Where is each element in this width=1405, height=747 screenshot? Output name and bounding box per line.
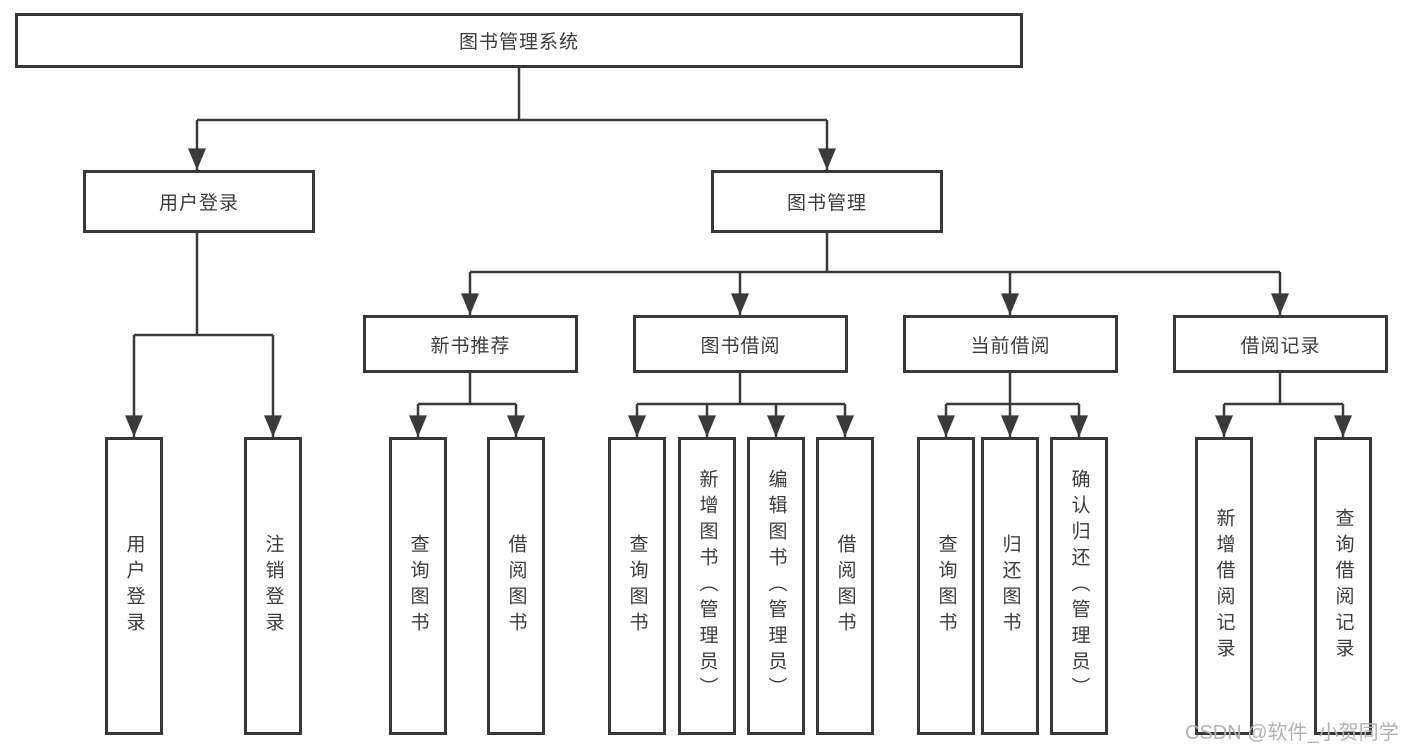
leaf-label: 确认归还（管理员） <box>1068 469 1090 703</box>
leaf-label: 查询借阅记录 <box>1332 508 1354 664</box>
node-book-borrowing: 图书借阅 <box>633 315 848 373</box>
leaf-label: 注销登录 <box>262 534 284 638</box>
leaf-borrow-books: 借阅图书 <box>816 437 874 735</box>
leaf-label: 借阅图书 <box>505 534 527 638</box>
node-root-library-system: 图书管理系统 <box>15 13 1023 68</box>
leaf-borrow-books-recommend: 借阅图书 <box>487 437 545 735</box>
leaf-query-books-borrowing: 查询图书 <box>608 437 666 735</box>
leaf-label: 查询图书 <box>935 534 957 638</box>
leaf-label: 新增图书（管理员） <box>696 469 718 703</box>
leaf-add-books-admin: 新增图书（管理员） <box>678 437 736 735</box>
node-new-book-recommend: 新书推荐 <box>363 315 578 373</box>
node-user-login: 用户登录 <box>83 170 315 233</box>
node-current-borrowing: 当前借阅 <box>903 315 1118 373</box>
leaf-user-login: 用户登录 <box>105 437 163 735</box>
leaf-confirm-return-admin: 确认归还（管理员） <box>1050 437 1108 735</box>
leaf-label: 编辑图书（管理员） <box>765 469 787 703</box>
leaf-label: 新增借阅记录 <box>1213 508 1235 664</box>
leaf-query-books-recommend: 查询图书 <box>389 437 447 735</box>
node-book-management: 图书管理 <box>711 170 943 233</box>
leaf-label: 借阅图书 <box>834 534 856 638</box>
leaf-logout: 注销登录 <box>244 437 302 735</box>
leaf-return-books: 归还图书 <box>981 437 1039 735</box>
leaf-label: 查询图书 <box>407 534 429 638</box>
node-borrowing-records: 借阅记录 <box>1173 315 1388 373</box>
leaf-label: 归还图书 <box>999 534 1021 638</box>
leaf-add-borrow-record: 新增借阅记录 <box>1195 437 1253 735</box>
csdn-watermark: CSDN @软件_小贺同学 <box>1185 722 1399 744</box>
leaf-query-books-current: 查询图书 <box>917 437 975 735</box>
leaf-query-borrow-record: 查询借阅记录 <box>1314 437 1372 735</box>
leaf-label: 用户登录 <box>123 534 145 638</box>
leaf-edit-books-admin: 编辑图书（管理员） <box>747 437 805 735</box>
leaf-label: 查询图书 <box>626 534 648 638</box>
